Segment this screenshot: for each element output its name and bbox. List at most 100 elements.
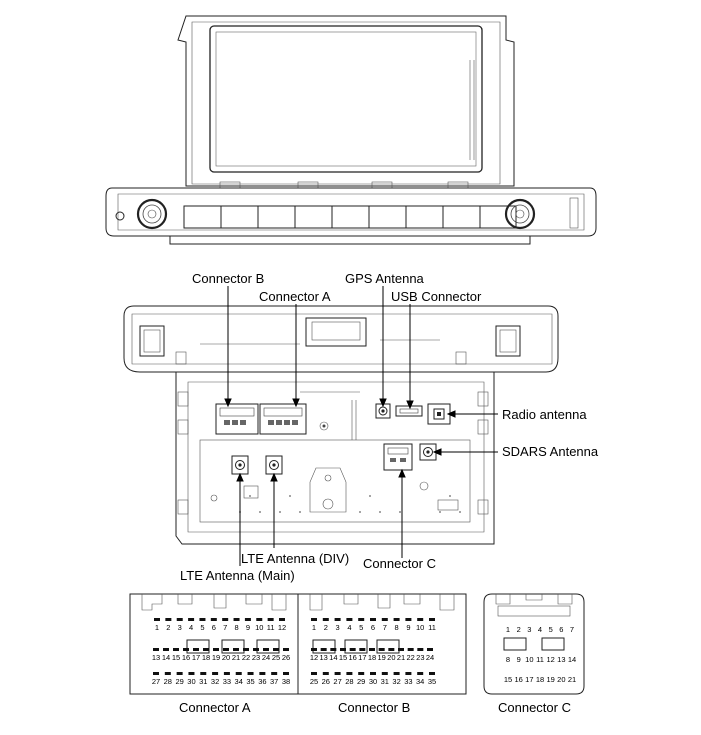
pin-c-21: 21	[568, 675, 576, 684]
pin-b-28: 28	[345, 677, 353, 686]
label-lte-div: LTE Antenna (DIV)	[241, 551, 350, 566]
pin-a-5: 5	[200, 623, 204, 632]
volume-knob-left	[136, 198, 168, 230]
pin-a-25-mark	[273, 648, 279, 651]
pin-b-32-mark	[393, 672, 400, 675]
pin-c-14: 14	[568, 655, 576, 664]
pin-a-31: 31	[199, 677, 207, 686]
pin-b-19: 19	[377, 653, 385, 662]
pin-b-4-mark	[346, 618, 353, 621]
pin-a-25: 25	[272, 653, 280, 662]
pin-b-33-mark	[405, 672, 412, 675]
leader-lines	[224, 286, 498, 566]
pin-a-34: 34	[235, 677, 243, 686]
pin-b-1-mark	[311, 618, 317, 621]
pin-b-8-mark	[393, 618, 400, 621]
pin-a-15: 15	[172, 653, 180, 662]
pin-a-27-mark	[153, 672, 159, 675]
pin-a-2-mark	[165, 618, 172, 621]
pin-b-10: 10	[416, 623, 424, 632]
pin-b-31: 31	[381, 677, 389, 686]
pin-c-19: 19	[546, 675, 554, 684]
label-connector-a: Connector A	[259, 289, 331, 304]
pin-b-2: 2	[324, 623, 328, 632]
pin-a-34-mark	[235, 672, 242, 675]
pin-a-8: 8	[234, 623, 238, 632]
pin-a-26: 26	[282, 653, 290, 662]
pin-a-31-mark	[200, 672, 207, 675]
pin-a-28: 28	[164, 677, 172, 686]
pin-b-23-mark	[417, 648, 424, 651]
pin-a-32: 32	[211, 677, 219, 686]
caption-connector-b: Connector B	[338, 700, 411, 715]
pin-c-11: 11	[536, 655, 544, 664]
pin-b-18: 18	[368, 653, 376, 662]
pin-a-24: 24	[262, 653, 270, 662]
gps-antenna-port	[375, 403, 391, 419]
pin-b-8: 8	[395, 623, 399, 632]
pin-a-20-mark	[223, 648, 229, 651]
pin-b-21: 21	[397, 653, 405, 662]
pin-b-9: 9	[406, 623, 410, 632]
pin-b-35: 35	[428, 677, 436, 686]
pin-b-27-mark	[334, 672, 341, 675]
pin-a-18-mark	[203, 648, 209, 651]
pin-b-15: 15	[339, 653, 347, 662]
pin-a-19-mark	[213, 648, 219, 651]
pin-b-27: 27	[333, 677, 341, 686]
pin-a-16-mark	[183, 648, 189, 651]
pin-b-23: 23	[416, 653, 424, 662]
pin-b-2-mark	[322, 618, 329, 621]
pin-c-18: 18	[536, 675, 544, 684]
pin-b-31-mark	[381, 672, 388, 675]
pin-b-6: 6	[371, 623, 375, 632]
label-gps-antenna: GPS Antenna	[345, 271, 424, 286]
pin-b-5: 5	[359, 623, 363, 632]
pin-a-33: 33	[223, 677, 231, 686]
pin-a-3: 3	[178, 623, 182, 632]
pin-a-9-mark	[244, 618, 251, 621]
pin-c-9: 9	[517, 655, 521, 664]
pin-a-14: 14	[162, 653, 170, 662]
pin-a-4-mark	[188, 618, 195, 621]
pin-a-7: 7	[223, 623, 227, 632]
pin-a-19: 19	[212, 653, 220, 662]
pin-b-7-mark	[381, 618, 388, 621]
pin-b-25: 25	[310, 677, 318, 686]
pin-b-19-mark	[378, 648, 385, 651]
pin-a-30: 30	[187, 677, 195, 686]
connector-a-socket	[259, 403, 307, 435]
pin-a-38-mark	[283, 672, 289, 675]
connector-b-socket	[215, 403, 259, 435]
label-connector-b: Connector B	[192, 271, 265, 286]
pin-b-34: 34	[416, 677, 424, 686]
pin-a-5-mark	[199, 618, 206, 621]
pin-a-1-mark	[154, 618, 160, 621]
pin-c-7: 7	[570, 625, 574, 634]
pin-a-17: 17	[192, 653, 200, 662]
pin-c-1: 1	[506, 625, 510, 634]
pin-c-2: 2	[517, 625, 521, 634]
pin-a-27: 27	[152, 677, 160, 686]
pin-a-29: 29	[175, 677, 183, 686]
pin-b-32: 32	[392, 677, 400, 686]
pin-b-15-mark	[340, 648, 346, 651]
pin-b-26: 26	[322, 677, 330, 686]
pin-b-18-mark	[369, 648, 375, 651]
pin-a-11-mark	[267, 618, 274, 621]
pin-c-12: 12	[546, 655, 554, 664]
pin-a-13: 13	[152, 653, 160, 662]
label-sdars-antenna: SDARS Antenna	[502, 444, 599, 459]
pin-b-13: 13	[319, 653, 327, 662]
pin-b-16: 16	[348, 653, 356, 662]
pin-a-21: 21	[232, 653, 240, 662]
pin-a-2: 2	[166, 623, 170, 632]
label-radio-antenna: Radio antenna	[502, 407, 587, 422]
pin-b-29: 29	[357, 677, 365, 686]
pin-a-22-mark	[243, 648, 249, 651]
pin-b-3-mark	[334, 618, 341, 621]
lte-div-port	[265, 455, 283, 475]
